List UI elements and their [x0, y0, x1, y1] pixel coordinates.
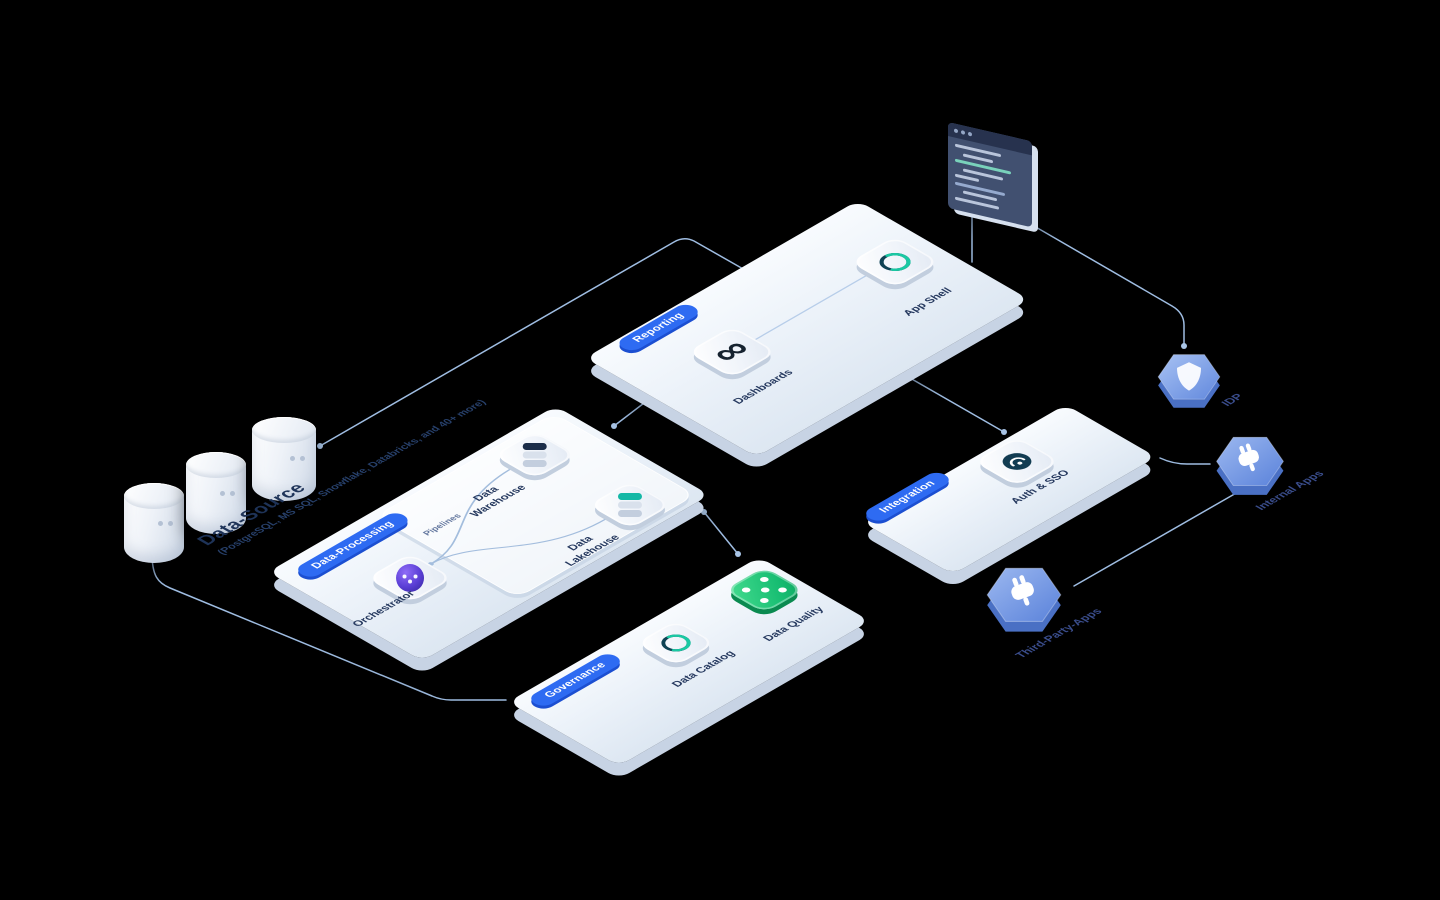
- connector-db-reporting: [319, 238, 753, 447]
- octopus-icon: [396, 564, 425, 592]
- database-cylinder: [252, 417, 316, 501]
- shield-icon: [1177, 362, 1201, 391]
- data-warehouse-icon: [493, 431, 577, 479]
- third-party-apps-hexagon: [986, 567, 1062, 632]
- auth-sso-icon: [973, 436, 1061, 487]
- connector-db-governance: [151, 552, 507, 701]
- db-ports-icon: [220, 490, 235, 496]
- dice-dots-icon: [728, 569, 801, 611]
- infinity-icon: ∞: [699, 332, 762, 370]
- connector-reporting-processing: [613, 399, 649, 427]
- connector-terminal-idp: [1033, 225, 1185, 345]
- reporting-platform: Reporting ∞ Dashboards App Shell: [585, 200, 1030, 457]
- data-lakehouse-icon: [588, 481, 672, 529]
- disk-stack-icon: [522, 443, 547, 467]
- app-shell-icon: [849, 236, 941, 288]
- internal-apps-hexagon: [1216, 436, 1284, 495]
- connector-internal-thirdparty: [1073, 491, 1239, 587]
- dashboards-appshell-line: [754, 274, 869, 340]
- database-cylinder: [186, 452, 246, 534]
- database-cylinder: [124, 483, 184, 563]
- plug-icon: [1011, 575, 1034, 606]
- plug-icon: [1238, 443, 1259, 472]
- db-ports-icon: [290, 456, 305, 462]
- connector-integration-internal: [1159, 457, 1211, 465]
- governance-platform: Governance Data Catalog Data Quality: [508, 557, 870, 766]
- data-processing-platform: Data-Processing Orchestrator Pipelines: [268, 406, 710, 661]
- ring-logo-icon: [879, 253, 911, 271]
- sso-ring-icon: [1002, 453, 1032, 470]
- data-catalog-icon: [636, 620, 716, 666]
- lake-stack-icon: [617, 493, 642, 517]
- integration-platform: Integration Auth & SSO: [861, 404, 1157, 575]
- ring-logo-icon: [661, 634, 691, 652]
- orchestrator-icon: [366, 553, 454, 603]
- idp-hexagon: [1157, 354, 1221, 408]
- db-ports-icon: [158, 520, 173, 526]
- connector-processing-governance: [703, 511, 739, 555]
- connector-reporting-integration: [909, 377, 1005, 433]
